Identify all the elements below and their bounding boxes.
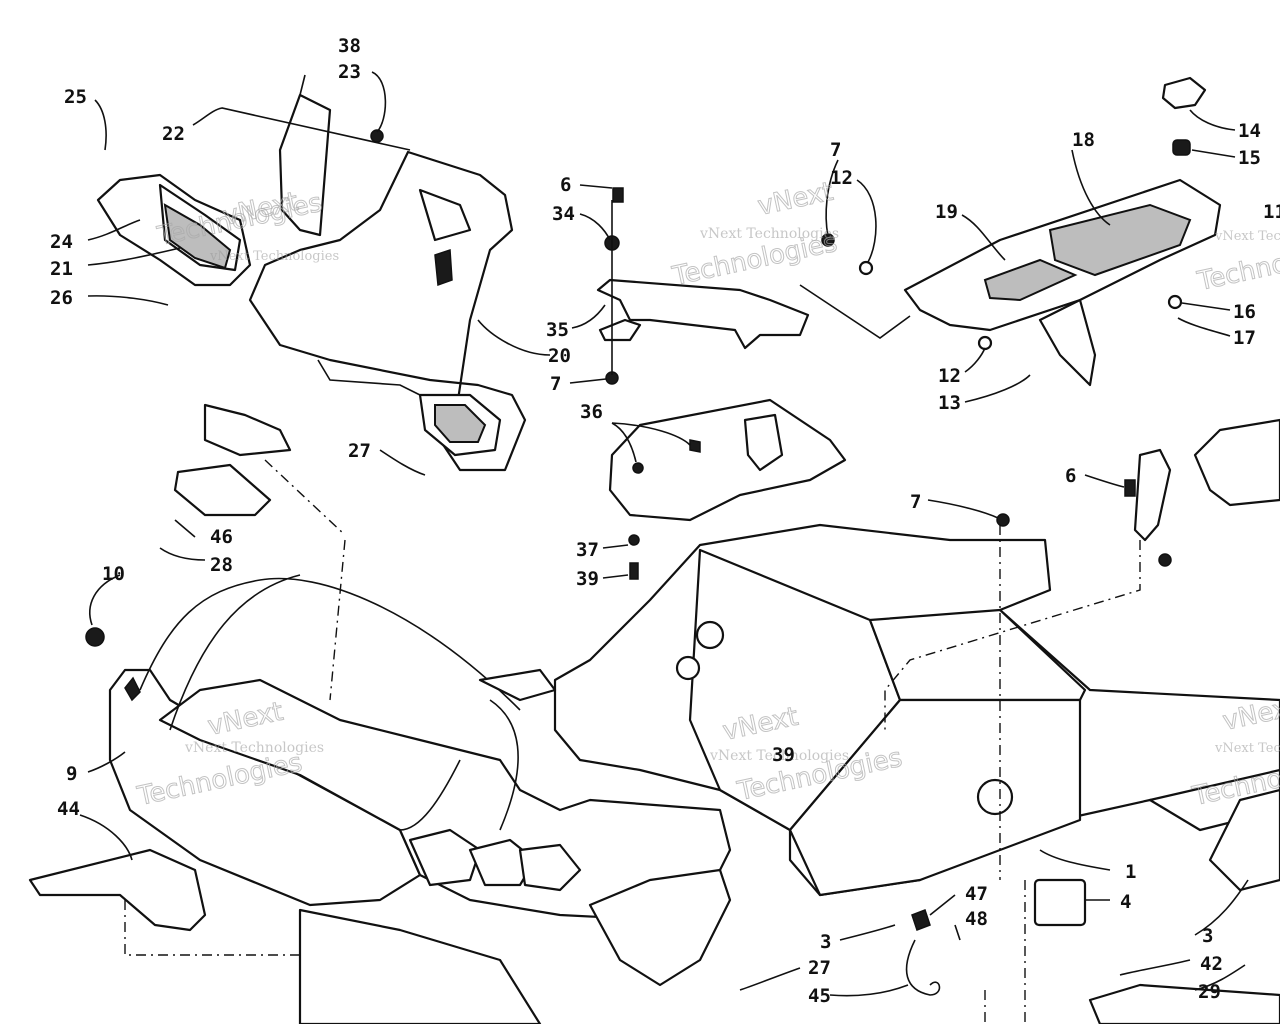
callout-9: 9 <box>66 763 77 785</box>
callout-4: 4 <box>1120 891 1131 913</box>
watermark-text: vNext Technologies <box>709 748 849 764</box>
callout-36: 36 <box>580 401 603 423</box>
watermark-text: vNext Technologies <box>209 249 339 264</box>
callout-14: 14 <box>1238 120 1261 142</box>
callout-1: 1 <box>1125 861 1136 883</box>
callout-44: 44 <box>57 798 80 820</box>
callout-46: 46 <box>210 526 233 548</box>
callout-28: 28 <box>210 554 233 576</box>
callout-35: 35 <box>546 319 569 341</box>
callout-37: 37 <box>576 539 599 561</box>
callout-25: 25 <box>64 86 87 108</box>
callout-26: 26 <box>50 287 73 309</box>
callout-7: 7 <box>830 139 841 161</box>
callout-27: 27 <box>808 957 831 979</box>
front-brackets <box>28 403 292 932</box>
callout-20: 20 <box>548 345 571 367</box>
front-bumper-assembly <box>85 574 732 1024</box>
callout-6: 6 <box>560 174 571 196</box>
callout-10: 10 <box>102 563 125 585</box>
callout-15: 15 <box>1238 147 1261 169</box>
watermark-text: vNext Technologies <box>184 740 324 756</box>
callout-48: 48 <box>965 908 988 930</box>
callout-19: 19 <box>935 201 958 223</box>
leader-lines <box>79 71 1249 997</box>
callout-39: 39 <box>576 568 599 590</box>
callout-24: 24 <box>50 231 73 253</box>
seat-bracket-assembly <box>596 278 847 522</box>
callout-7: 7 <box>910 491 921 513</box>
console-assembly <box>96 93 527 472</box>
callout-22: 22 <box>162 123 185 145</box>
callout-13: 13 <box>938 392 961 414</box>
center-lines <box>124 459 1141 1024</box>
callout-16: 16 <box>1233 301 1256 323</box>
callout-38: 38 <box>338 35 361 57</box>
callout-labels: 38 23 25 22 24 21 26 20 27 6 34 35 7 7 1… <box>50 35 1280 1007</box>
callout-6: 6 <box>1065 465 1076 487</box>
callout-21: 21 <box>50 258 73 280</box>
watermark-text: vNext Technologies <box>699 226 839 242</box>
callout-3: 3 <box>1202 925 1213 947</box>
watermark-text: vNext Technologies <box>1214 741 1280 756</box>
callout-27: 27 <box>348 440 371 462</box>
callout-18: 18 <box>1072 129 1095 151</box>
chassis-frame <box>553 523 1280 897</box>
callout-17: 17 <box>1233 327 1256 349</box>
watermark-text: vNext <box>755 177 836 222</box>
callout-3: 3 <box>820 931 831 953</box>
callout-47: 47 <box>965 883 988 905</box>
callout-7: 7 <box>550 373 561 395</box>
callout-11: 11 <box>1263 201 1280 223</box>
callout-34: 34 <box>552 203 575 225</box>
callout-39: 39 <box>772 744 795 766</box>
callout-45: 45 <box>808 985 831 1007</box>
watermark-text: vNext Technologies <box>1214 229 1280 244</box>
callout-42: 42 <box>1200 953 1223 975</box>
callout-12: 12 <box>830 167 853 189</box>
callout-12: 12 <box>938 365 961 387</box>
callout-29: 29 <box>1198 981 1221 1003</box>
callout-23: 23 <box>338 61 361 83</box>
footrest-assembly <box>903 76 1280 542</box>
lower-hardware <box>905 878 1280 1024</box>
